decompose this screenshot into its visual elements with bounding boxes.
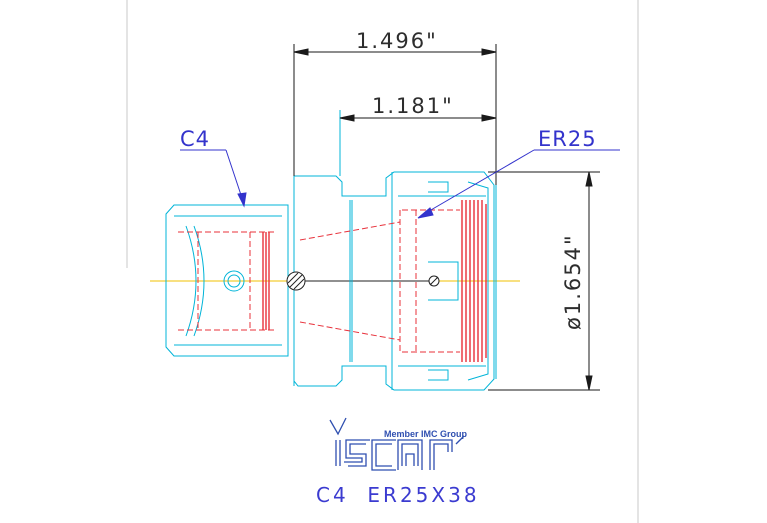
dimension-diameter: ø1.654" <box>561 233 585 330</box>
part-outline <box>165 110 497 391</box>
label-leaders <box>180 149 620 219</box>
label-shank: C4 <box>180 127 210 151</box>
section-markers <box>286 271 440 291</box>
iscar-logo: Member IMC Group <box>329 417 468 471</box>
thread-lines <box>262 200 487 362</box>
label-collet: ER25 <box>538 127 597 151</box>
sheet-frame <box>126 0 639 523</box>
dimension-lines <box>293 44 600 391</box>
dimension-overall-length: 1.496" <box>356 29 438 53</box>
logo-tagline: Member IMC Group <box>384 429 468 439</box>
dimension-inner-length: 1.181" <box>372 94 454 118</box>
part-caption: C4 ER25X38 <box>316 483 480 507</box>
